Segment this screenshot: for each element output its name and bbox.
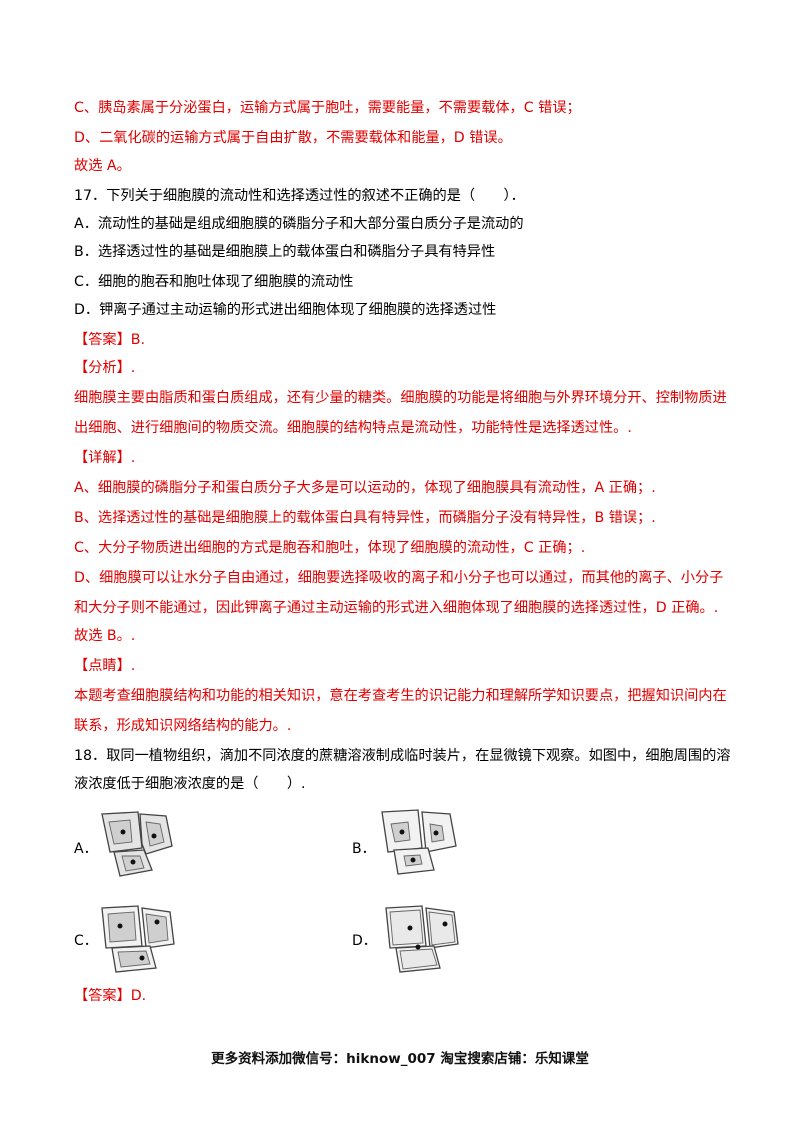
- text-line: 故选 B。.: [74, 628, 136, 644]
- text-line: 和大分子则不能通过，因此钾离子通过主动运输的形式进入细胞体现了细胞膜的选择透过性…: [74, 600, 719, 616]
- text-line: 【详解】.: [74, 450, 136, 466]
- text-line: B．选择透过性的基础是细胞膜上的载体蛋白和磷脂分子具有特异性: [74, 244, 496, 260]
- text-line: C．细胞的胞吞和胞吐体现了细胞膜的流动性: [74, 274, 354, 290]
- text-line: A．流动性的基础是组成细胞膜的磷脂分子和大部分蛋白质分子是流动的: [74, 216, 524, 232]
- text-line: D．钾离子通过主动运输的形式进出细胞体现了细胞膜的选择透过性: [74, 302, 497, 318]
- page-footer: 更多资料添加微信号：hiknow_007 淘宝搜索店铺：乐知课堂: [211, 1051, 589, 1067]
- answer-18: 【答案】D.: [74, 988, 147, 1004]
- text-line: C、大分子物质进出细胞的方式是胞吞和胞吐，体现了细胞膜的流动性，C 正确；.: [74, 540, 586, 556]
- text-line: D、细胞膜可以让水分子自由通过，细胞要选择吸收的离子和小分子也可以通过，而其他的…: [74, 570, 724, 586]
- text-line: 【分析】.: [74, 360, 136, 376]
- text-line: 联系，形成知识网络结构的能力。.: [74, 718, 292, 734]
- option-a-label: A．: [74, 841, 98, 857]
- option-b-cells-image: [381, 809, 457, 875]
- text-line: 【点睛】.: [74, 658, 136, 674]
- text-line: 【答案】B.: [74, 332, 145, 348]
- option-d-cells-image: [385, 905, 459, 973]
- text-line: 18．取同一植物组织，滴加不同浓度的蔗糖溶液制成临时装片，在显微镜下观察。如图中…: [74, 748, 731, 764]
- text-line: C、胰岛素属于分泌蛋白，运输方式属于胞吐，需要能量，不需要载体，C 错误；: [74, 100, 581, 116]
- option-d-label: D．: [352, 933, 377, 949]
- text-line: 细胞膜主要由脂质和蛋白质组成，还有少量的糖类。细胞膜的功能是将细胞与外界环境分开…: [74, 390, 727, 406]
- text-line: 本题考查细胞膜结构和功能的相关知识，意在考查考生的识记能力和理解所学知识要点，把…: [74, 688, 727, 704]
- text-line: A、细胞膜的磷脂分子和蛋白质分子大多是可以运动的，体现了细胞膜具有流动性，A 正…: [74, 480, 656, 496]
- text-line: 液浓度低于细胞液浓度的是（ ）.: [74, 776, 306, 792]
- option-a-cells-image: [101, 811, 173, 877]
- option-c-label: C．: [74, 933, 98, 949]
- text-line: D、二氧化碳的运输方式属于自由扩散，不需要载体和能量，D 错误。: [74, 130, 512, 146]
- text-line: 出细胞、进行细胞间的物质交流。细胞膜的结构特点是流动性，功能特性是选择透过性。.: [74, 420, 632, 436]
- text-line: 故选 A。: [74, 158, 131, 174]
- text-line: 17．下列关于细胞膜的流动性和选择透过性的叙述不正确的是（ ）．: [74, 188, 525, 204]
- text-line: B、选择透过性的基础是细胞膜上的载体蛋白具有特异性，而磷脂分子没有特异性，B 错…: [74, 510, 656, 526]
- option-c-cells-image: [101, 905, 175, 973]
- option-b-label: B．: [352, 841, 376, 857]
